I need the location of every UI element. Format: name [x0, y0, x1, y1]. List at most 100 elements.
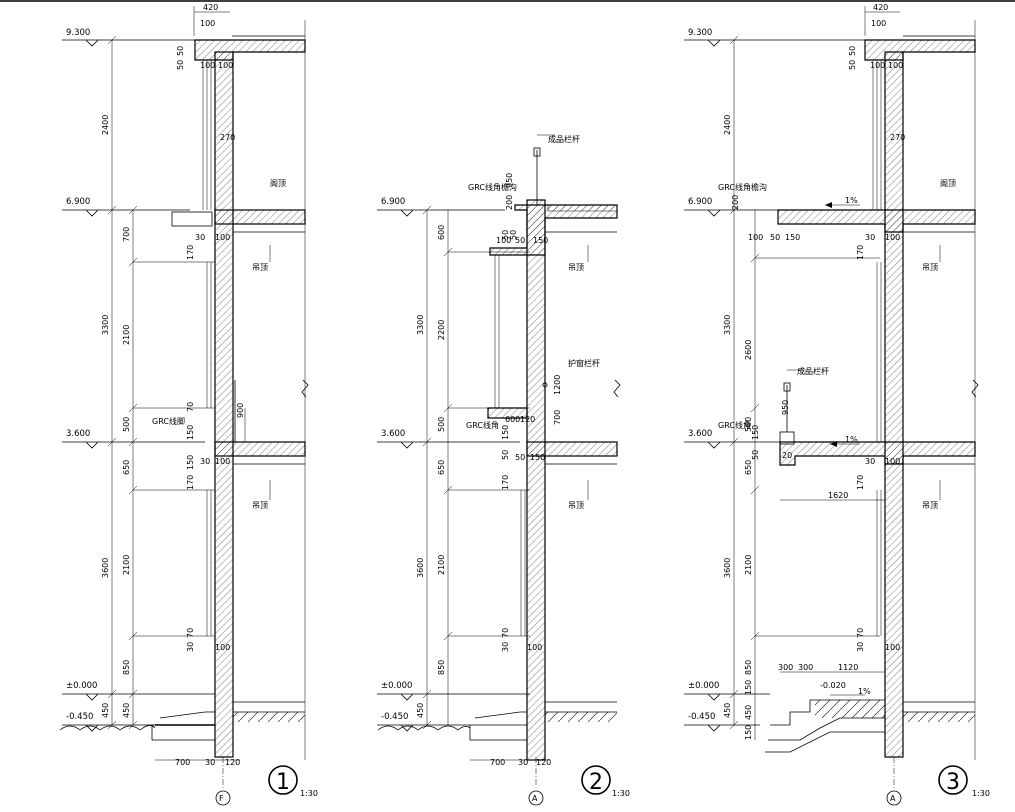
bottom-dim-30-2: 30 — [518, 758, 528, 767]
level-6900-2: 6.900 — [381, 197, 405, 207]
bottom-dim-700: 700 — [175, 758, 190, 767]
label-grc-cornice-3: GRC线角檐沟 — [718, 182, 767, 192]
dim-ticks-1 — [107, 35, 215, 730]
dim-2200-2: 2200 — [437, 320, 446, 340]
level-6900-3: 6.900 — [688, 197, 712, 207]
svg-text:100: 100 — [218, 61, 233, 70]
svg-text:170: 170 — [856, 475, 865, 490]
label-railing-top-2: 成品栏杆 — [548, 134, 580, 144]
label-roof-room-3: 阁顶 — [940, 178, 956, 188]
bottom-dim-120-2: 120 — [536, 758, 551, 767]
section-number-2: 2 — [589, 770, 603, 795]
level-minus-450-3: -0.450 — [688, 712, 715, 722]
svg-text:100: 100 — [871, 19, 886, 28]
label-ceiling-1b: 吊顶 — [252, 501, 268, 510]
dim-3300-2: 3300 — [416, 315, 425, 335]
dim-3300-3: 3300 — [723, 315, 732, 335]
svg-text:900: 900 — [236, 403, 245, 418]
label-roof-room-1: 阁顶 — [270, 178, 286, 188]
axis-label-A-2: A — [532, 794, 538, 803]
svg-text:30: 30 — [865, 233, 875, 242]
svg-text:200: 200 — [731, 195, 740, 210]
step-level: -0.020 — [820, 681, 846, 690]
level-0000: ±0.000 — [66, 681, 97, 691]
svg-text:50: 50 — [176, 46, 185, 56]
svg-text:30: 30 — [856, 642, 865, 652]
cornice-2 — [489, 204, 618, 256]
svg-text:100: 100 — [215, 643, 230, 652]
level-3600-2: 3.600 — [381, 429, 405, 439]
dim-2100-a: 2100 — [122, 325, 131, 345]
canopy-dim-1620: 1620 — [828, 491, 848, 500]
dim-650: 650 — [122, 460, 131, 475]
svg-text:270: 270 — [220, 133, 235, 142]
svg-text:50: 50 — [770, 233, 780, 242]
dim-700: 700 — [122, 227, 131, 242]
section-2: 6.900 3.600 ±0.000 -0.450 3300 3600 — [377, 134, 630, 806]
svg-text:170: 170 — [186, 475, 195, 490]
dim-3600-3: 3600 — [723, 558, 732, 578]
svg-text:100: 100 — [200, 61, 215, 70]
dim-2400: 2400 — [101, 115, 110, 135]
scale-3: 1:30 — [972, 789, 990, 798]
dim-500-3: 500 — [744, 417, 753, 432]
svg-text:50: 50 — [501, 450, 510, 460]
dim-500: 500 — [122, 417, 131, 432]
axis-label-F: F — [219, 794, 224, 803]
level-6900: 6.900 — [66, 197, 90, 207]
svg-text:30: 30 — [501, 642, 510, 652]
dim-650-3: 650 — [744, 460, 753, 475]
dim-450: 450 — [101, 703, 110, 718]
level-3600: 3.600 — [66, 429, 90, 439]
dim-850-2: 850 — [437, 660, 446, 675]
label-ceiling-1a: 吊顶 — [252, 263, 268, 272]
section-number-circle-1 — [268, 765, 298, 795]
label-grc-line-2: GRC线角 — [466, 420, 499, 430]
dim-650-2: 650 — [437, 460, 446, 475]
svg-text:50: 50 — [501, 230, 510, 240]
svg-text:150: 150 — [186, 455, 195, 470]
svg-text:200: 200 — [505, 195, 514, 210]
canopy-6900 — [777, 209, 976, 233]
dim-2100-3: 2100 — [744, 555, 753, 575]
svg-text:150: 150 — [533, 236, 548, 245]
svg-text:120: 120 — [520, 415, 535, 424]
dim-2100-2: 2100 — [437, 555, 446, 575]
grc-cornice-1 — [171, 211, 213, 227]
level-marks-1: 9.300 6.900 3.600 ±0.000 -0.450 — [62, 28, 220, 732]
dim-850: 850 — [122, 660, 131, 675]
axis-bubble-A-3 — [886, 790, 902, 806]
dim-2400-3: 2400 — [723, 115, 732, 135]
svg-text:100: 100 — [496, 236, 511, 245]
label-ceiling-3a: 吊顶 — [922, 263, 938, 272]
level-0000-3: ±0.000 — [688, 681, 719, 691]
canopy-3600 — [779, 441, 976, 466]
level-9300: 9.300 — [66, 28, 90, 38]
slope-top-3: 1% — [845, 196, 858, 205]
svg-text:30: 30 — [200, 457, 210, 466]
level-0000-2: ±0.000 — [381, 681, 412, 691]
dim-450-3b: 450 — [744, 705, 753, 720]
section-3: 9.300 6.900 3.600 ±0.000 -0.450 — [684, 3, 990, 806]
svg-text:100: 100 — [200, 19, 215, 28]
dim-150-3: 150 — [744, 680, 753, 695]
dim-3600-2: 3600 — [416, 558, 425, 578]
svg-text:170: 170 — [501, 475, 510, 490]
level-minus-450-2: -0.450 — [381, 712, 408, 722]
svg-text:30: 30 — [186, 642, 195, 652]
section-number-3: 3 — [946, 770, 960, 795]
section-number-1: 1 — [276, 770, 290, 795]
svg-text:70: 70 — [856, 628, 865, 638]
svg-text:170: 170 — [186, 245, 195, 260]
svg-text:1200: 1200 — [553, 375, 562, 395]
axis-label-A-3: A — [890, 794, 896, 803]
step-dim-300b: 300 — [798, 663, 813, 672]
svg-text:70: 70 — [186, 628, 195, 638]
dim-450-2: 450 — [416, 703, 425, 718]
top-dim-420-3: 420 — [873, 3, 888, 12]
bottom-dim-30: 30 — [205, 758, 215, 767]
dim-2100-b: 2100 — [122, 555, 131, 575]
svg-text:100: 100 — [885, 643, 900, 652]
svg-text:700: 700 — [553, 410, 562, 425]
